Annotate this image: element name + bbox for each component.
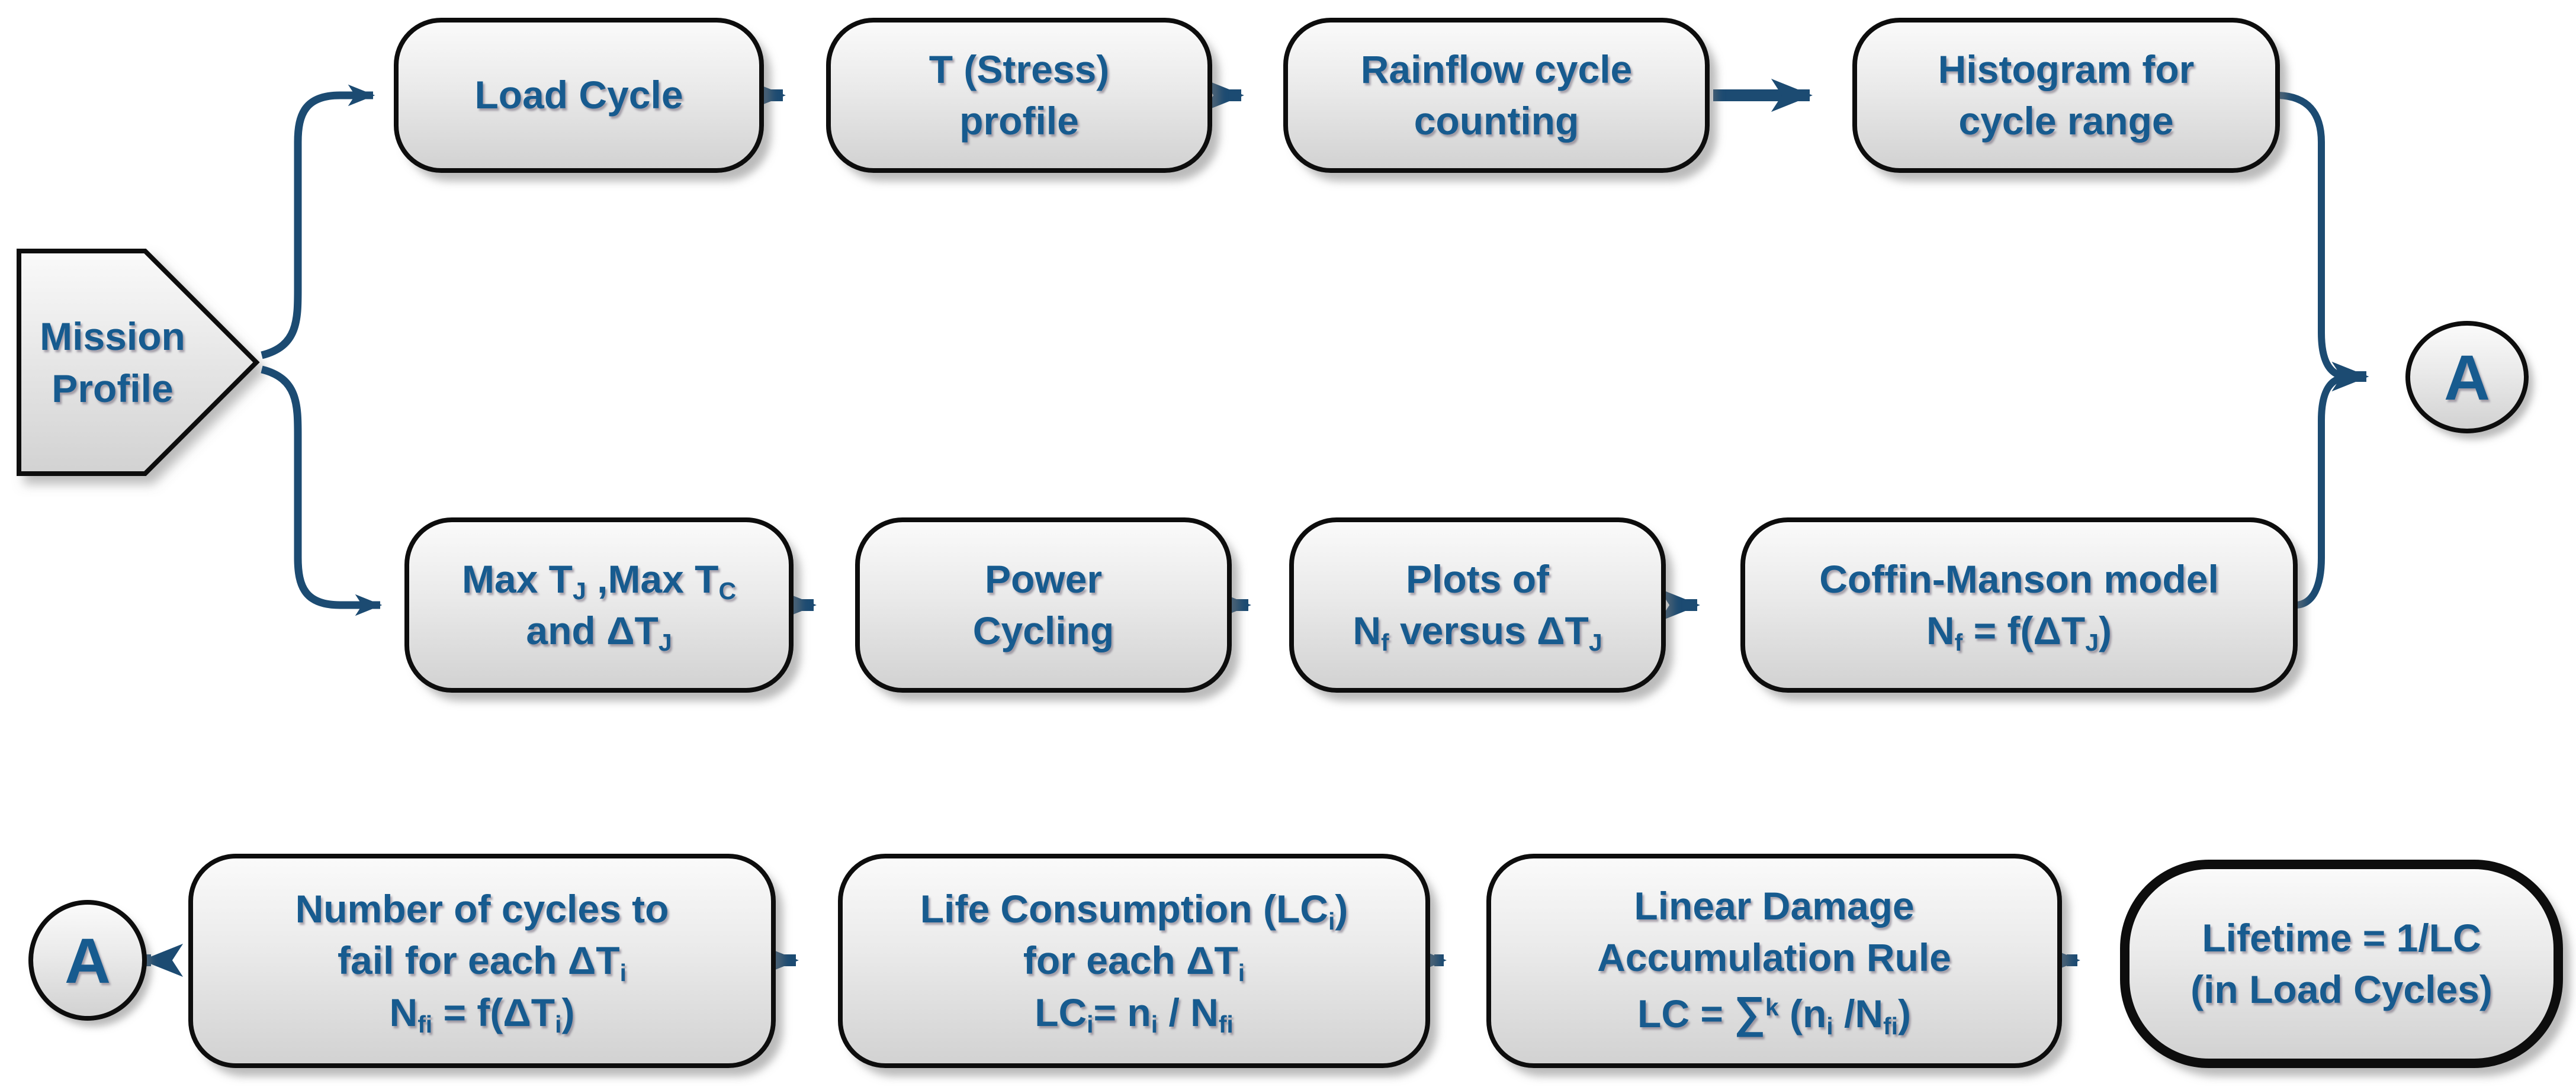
mission-profile-shape [17, 249, 260, 476]
node-load-cycle: Load Cycle [394, 18, 764, 173]
connector-a-left: A [28, 900, 147, 1021]
connector-a-right-label: A [2444, 341, 2490, 413]
connector-a-left-label: A [65, 924, 111, 996]
node-t-stress-profile: T (Stress)profile [826, 18, 1212, 173]
branch-down-wire [261, 365, 383, 616]
histogram-to-a-wire [2278, 92, 2347, 380]
connector-a-right: A [2405, 321, 2529, 433]
coffin-to-a-wire [2296, 374, 2347, 609]
branch-up-wire [261, 84, 375, 359]
node-lifetime-result: Lifetime = 1/LC(in Load Cycles) [2120, 860, 2563, 1068]
